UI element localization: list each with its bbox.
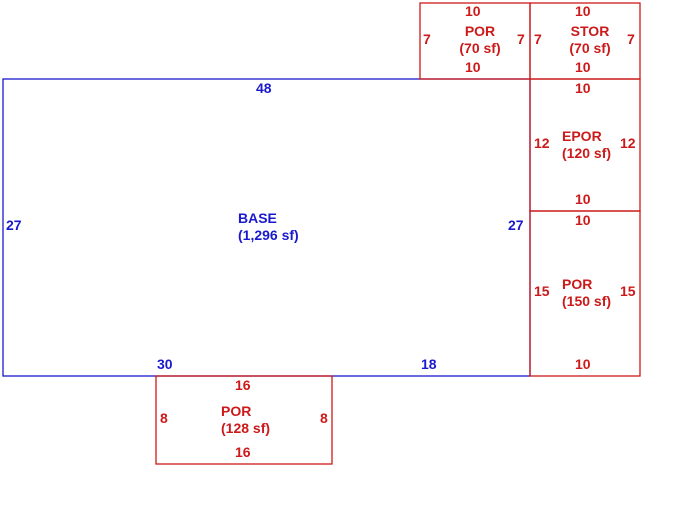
epor-area: (120 sf) [562,145,612,161]
por-bottom-name: POR [221,403,252,419]
base-area: (1,296 sf) [238,227,299,243]
base-left-dimension: 27 [6,217,22,233]
por-right-name: POR [562,276,593,292]
por-bottom-bottom-dimension: 16 [235,444,251,460]
por-top-name: POR [464,23,496,39]
base-right-dimension: 27 [508,217,524,233]
stor-area: (70 sf) [569,40,611,56]
epor-left-dimension: 12 [534,135,550,151]
por-right-area: (150 sf) [562,293,612,309]
stor-left-dimension: 7 [534,31,542,47]
por-right-outline [529,210,641,377]
base-bottom-right-dimension: 18 [421,356,437,372]
por-right-bottom-dimension: 10 [575,356,591,372]
base-label: BASE (1,296 sf) [238,210,299,244]
epor-top-dimension: 10 [575,80,591,96]
por-top-area: (70 sf) [459,40,501,56]
epor-name: EPOR [562,128,602,144]
por-bottom-label: POR (128 sf) [221,403,270,437]
por-top-label: POR (70 sf) [451,23,509,57]
epor-right-dimension: 12 [620,135,636,151]
stor-right-dimension: 7 [627,31,635,47]
por-bottom-area: (128 sf) [221,420,271,436]
por-bottom-outline [155,375,333,465]
por-right-left-dimension: 15 [534,283,550,299]
por-top-left-dimension: 7 [423,31,431,47]
por-bottom-left-dimension: 8 [160,410,168,426]
por-bottom-top-dimension: 16 [235,377,251,393]
epor-label: EPOR (120 sf) [562,128,611,162]
por-right-right-dimension: 15 [620,283,636,299]
base-bottom-left-dimension: 30 [157,356,173,372]
stor-top-dimension: 10 [575,3,591,19]
por-top-bottom-dimension: 10 [465,59,481,75]
por-bottom-right-dimension: 8 [320,410,328,426]
por-top-right-dimension: 7 [517,31,525,47]
stor-name: STOR [570,23,610,39]
epor-bottom-dimension: 10 [575,191,591,207]
stor-label: STOR (70 sf) [561,23,619,57]
por-top-top-dimension: 10 [465,3,481,19]
stor-bottom-dimension: 10 [575,59,591,75]
base-name: BASE [238,210,277,226]
por-right-top-dimension: 10 [575,212,591,228]
base-top-dimension: 48 [256,80,272,96]
por-right-label: POR (150 sf) [562,276,611,310]
